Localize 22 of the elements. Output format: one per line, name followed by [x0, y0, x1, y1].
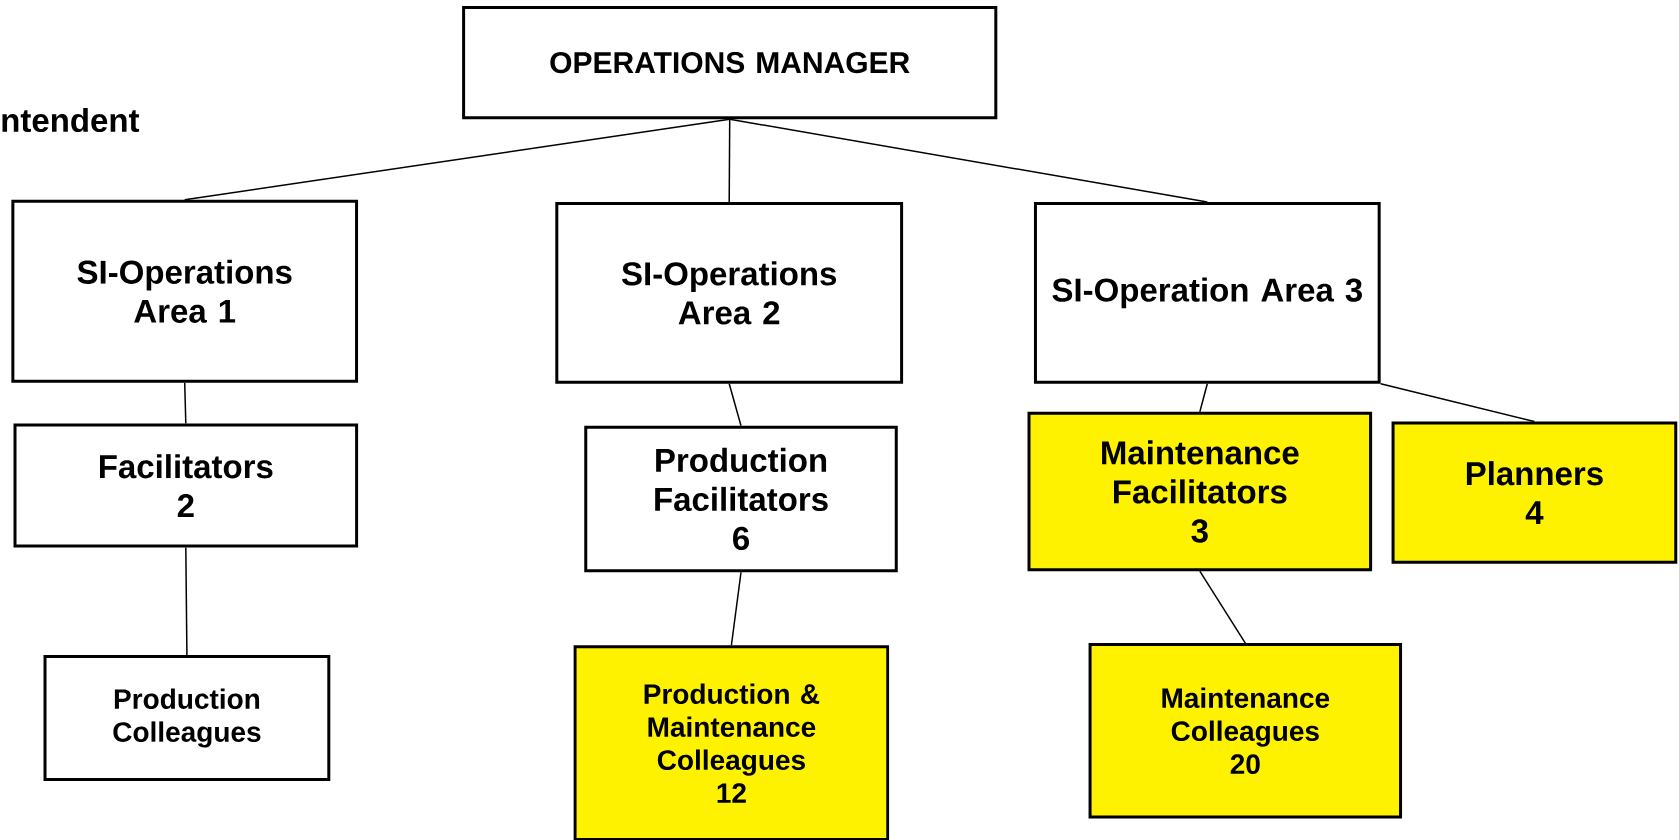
connector-line	[730, 571, 742, 646]
connector-line	[728, 118, 731, 203]
org-box: Planners 4	[1391, 421, 1678, 564]
connector-line	[1199, 383, 1209, 413]
connector-line	[183, 118, 731, 201]
connector-line	[1379, 383, 1536, 423]
org-box: Maintenance Colleagues 20	[1088, 643, 1403, 819]
connector-line	[183, 382, 187, 425]
org-box: Maintenance Facilitators 3	[1027, 411, 1373, 572]
org-box: Production Facilitators 6	[584, 425, 898, 573]
org-box: Production Colleagues	[43, 654, 331, 782]
cut-off-heading: ntendent	[2, 107, 140, 133]
org-box: SI-Operations Area 1	[11, 199, 359, 383]
org-box: Production & Maintenance Colleagues 12	[573, 645, 890, 840]
connector-line	[185, 546, 188, 656]
connector-line	[728, 118, 1209, 203]
connector-line	[1199, 570, 1247, 644]
connector-line	[728, 383, 742, 427]
org-box: OPERATIONS MANAGER	[462, 5, 998, 120]
org-box: SI-Operation Area 3	[1033, 202, 1381, 384]
org-box: Facilitators 2	[13, 423, 359, 548]
org-box: SI-Operations Area 2	[555, 202, 904, 384]
